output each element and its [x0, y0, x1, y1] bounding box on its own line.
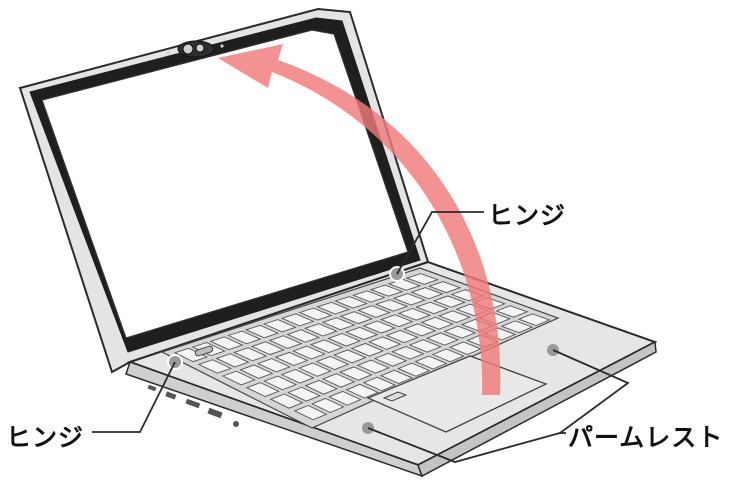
- screen-display: [41, 29, 409, 339]
- keyboard-key: [408, 339, 442, 353]
- keyboard-key: [344, 326, 379, 341]
- keyboard-key: [425, 332, 460, 346]
- keyboard-key: [245, 382, 280, 397]
- keyboard-key: [327, 333, 362, 347]
- hinge-marker-top: [389, 211, 484, 282]
- laptop-lid: [18, 7, 430, 374]
- side-ports: [147, 384, 239, 427]
- keyboard-key: [287, 386, 321, 402]
- keyboard-key: [197, 359, 232, 374]
- keyboard-key: [269, 393, 304, 409]
- keyboard-key: [334, 296, 369, 309]
- keyboard-key: [292, 345, 326, 360]
- keyboard-key: [517, 313, 551, 326]
- hinge-label-bottom: ヒンジ: [6, 423, 85, 452]
- keyboard-key: [357, 305, 391, 318]
- keyboard-key: [362, 320, 397, 334]
- keyboard-key: [239, 364, 274, 379]
- touchpad: [366, 355, 548, 433]
- keyboard-key: [173, 347, 209, 363]
- hinge-label-top: ヒンジ: [488, 201, 567, 230]
- keyboard-key: [280, 313, 315, 327]
- keyboard-key: [369, 284, 404, 297]
- keyboard-key: [385, 329, 419, 344]
- keyboard-key: [339, 311, 374, 325]
- keyboard-key: [415, 301, 449, 315]
- keyboard-key: [380, 314, 414, 328]
- keyboard-key: [339, 366, 373, 381]
- keyboard-key: [315, 356, 350, 371]
- opening-arrow-icon: [218, 44, 501, 395]
- camera-icon: [166, 40, 224, 58]
- keyboard-key: [268, 335, 303, 349]
- keyboard-key: [244, 324, 280, 339]
- keyboard-key: [356, 359, 390, 374]
- keyboard-key: [495, 305, 529, 318]
- hinge-marker-bottom: [92, 354, 183, 433]
- laptop-base: [125, 260, 658, 478]
- keyboard-key: [221, 370, 256, 386]
- keyboard-key: [298, 307, 333, 321]
- keyboard-key: [437, 310, 472, 323]
- palm-rest-marker: [362, 344, 630, 463]
- fingerprint-sensor: [382, 391, 408, 402]
- keyboard-key: [298, 362, 332, 377]
- keyboard-key: [392, 293, 426, 306]
- keyboard-key: [250, 341, 285, 356]
- keyboard-key: [215, 353, 250, 368]
- keyboard-key: [209, 336, 244, 351]
- keyboard-key: [397, 308, 432, 321]
- keyboard-key: [262, 319, 297, 333]
- keyboard-key: [263, 375, 298, 391]
- keyboard-key: [328, 390, 362, 406]
- keyboard-key: [350, 342, 385, 357]
- keyboard-key: [274, 351, 309, 366]
- keyboard-key: [309, 339, 344, 353]
- power-button: [194, 345, 214, 357]
- keyboard-key: [427, 281, 462, 294]
- keyboard-key: [321, 373, 356, 388]
- keyboard-key: [420, 316, 454, 330]
- keyboard-key: [443, 325, 477, 339]
- keyboard-key: [402, 323, 437, 337]
- palm-rest-label: パームレスト: [568, 423, 724, 452]
- keyboard-key: [410, 287, 444, 300]
- keyboard-key: [405, 273, 440, 285]
- keyboard-keys: [173, 273, 551, 421]
- keyboard-key: [379, 369, 414, 384]
- keyboard-key: [431, 348, 465, 363]
- keyboard-key: [345, 383, 379, 399]
- keyboard-key: [374, 299, 409, 312]
- keyboard-key: [333, 349, 367, 364]
- keyboard-key: [321, 317, 356, 331]
- keyboard-key: [316, 301, 351, 315]
- keyboard-key: [362, 376, 397, 392]
- keyboard-key: [310, 397, 345, 413]
- keyboard-key: [414, 355, 448, 370]
- keyboard-key: [432, 295, 467, 308]
- keyboard-key: [233, 347, 268, 362]
- keyboard-key: [256, 358, 291, 373]
- keyboard-key: [397, 362, 431, 377]
- keyboard-key: [280, 369, 315, 384]
- keyboard-key: [500, 320, 534, 334]
- keyboard-key: [286, 329, 321, 343]
- keyboard-key: [293, 405, 328, 421]
- keyboard-key: [367, 336, 402, 350]
- keyboard-key: [227, 330, 262, 345]
- keyboard-key: [391, 346, 425, 360]
- keyboard-key: [303, 323, 338, 337]
- keyboard-key: [304, 379, 339, 395]
- keyboard-key: [351, 290, 386, 303]
- base-right-edge: [417, 340, 657, 478]
- keyboard-key: [373, 352, 408, 367]
